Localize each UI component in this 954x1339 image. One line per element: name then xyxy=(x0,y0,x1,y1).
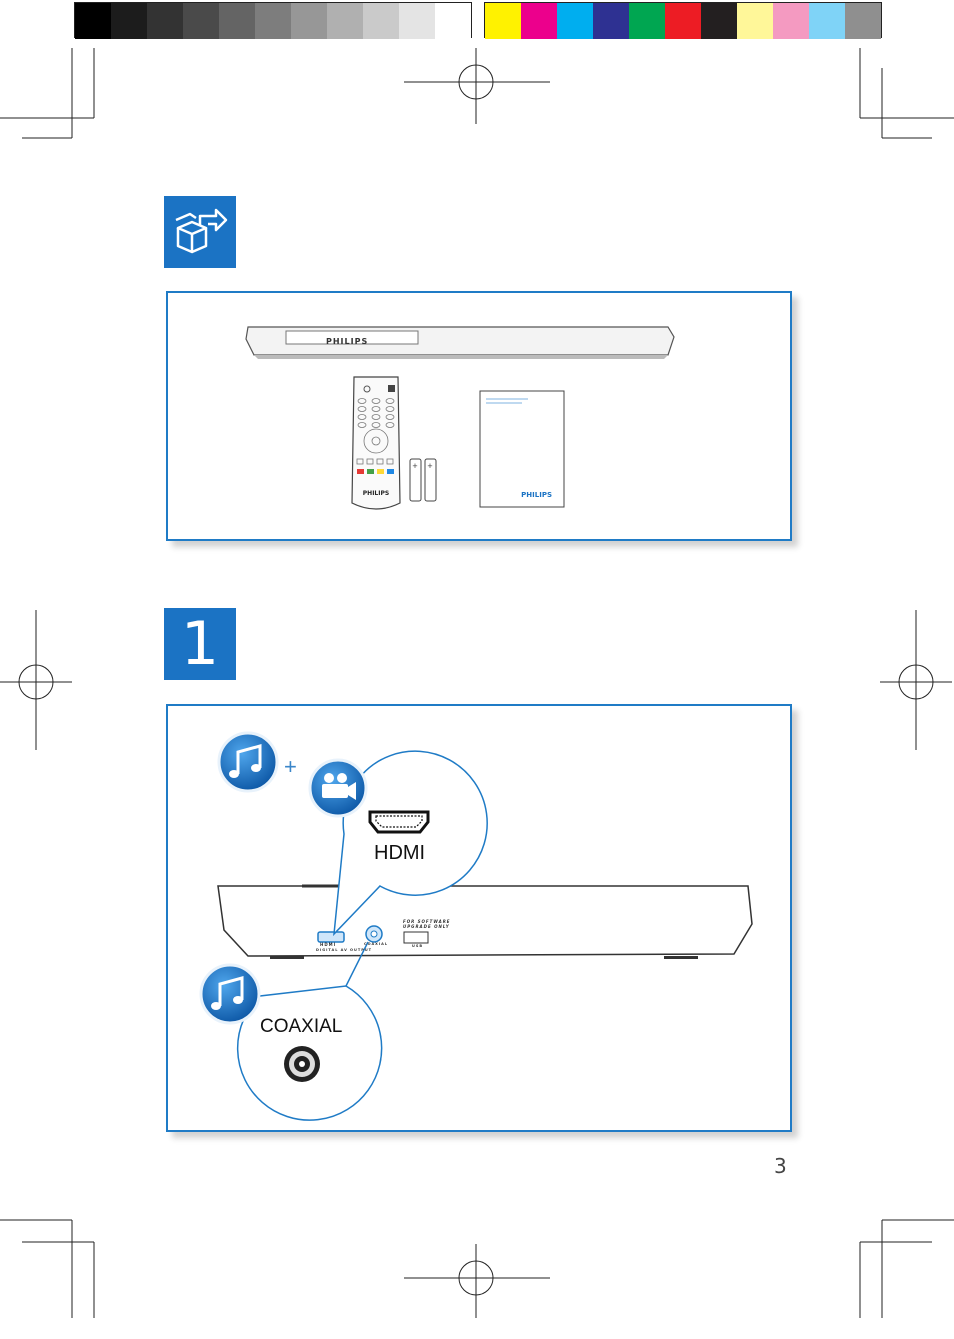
hdmi-connector-icon xyxy=(368,810,430,834)
gray-swatch xyxy=(327,3,363,39)
svg-text:+: + xyxy=(427,461,432,471)
step-number: 1 xyxy=(180,609,220,679)
plus-sign: + xyxy=(284,754,297,779)
remote-control: PHILIPS xyxy=(351,376,401,510)
port-label-usb-line1: FOR SOFTWARE xyxy=(403,919,451,924)
color-swatch xyxy=(737,3,773,39)
manual-brand: PHILIPS xyxy=(521,491,552,499)
gray-swatch xyxy=(111,3,147,39)
connection-illustration xyxy=(199,731,753,1121)
gray-swatch xyxy=(291,3,327,39)
port-label-hdmi-sub: DIGITAL AV OUTPUT xyxy=(316,948,373,952)
color-swatch xyxy=(845,3,881,39)
hdmi-label: HDMI xyxy=(374,842,426,864)
player-rear-panel xyxy=(217,884,753,959)
batteries: + + xyxy=(409,458,437,502)
gray-swatch xyxy=(363,3,399,39)
port-label-hdmi: HDMI xyxy=(320,942,337,947)
player-brand: PHILIPS xyxy=(326,337,369,346)
gray-swatch xyxy=(183,3,219,39)
music-note-icon xyxy=(217,731,279,793)
color-swatch xyxy=(521,3,557,39)
video-camera-icon xyxy=(308,758,368,818)
box-contents-tile xyxy=(164,196,236,268)
svg-text:+: + xyxy=(412,461,417,471)
color-swatch xyxy=(773,3,809,39)
step-1-tile: 1 xyxy=(164,608,236,680)
color-swatch xyxy=(629,3,665,39)
grayscale-swatches xyxy=(74,2,472,39)
port-label-usb-line2: UPGRADE ONLY xyxy=(403,924,450,929)
box-contents-icon xyxy=(175,208,228,254)
gray-swatch xyxy=(219,3,255,39)
color-swatch xyxy=(701,3,737,39)
gray-swatch xyxy=(399,3,435,39)
port-label-coaxial: COAXIAL xyxy=(364,942,389,946)
remote-brand: PHILIPS xyxy=(363,490,389,497)
gray-swatch xyxy=(75,3,111,39)
gray-swatch xyxy=(435,3,471,39)
music-note-icon xyxy=(199,963,261,1025)
color-swatch xyxy=(557,3,593,39)
coaxial-jack-icon xyxy=(284,1046,320,1082)
gray-swatch xyxy=(147,3,183,39)
color-swatch xyxy=(665,3,701,39)
blu-ray-player-front xyxy=(245,326,675,359)
color-swatch xyxy=(593,3,629,39)
port-label-usb: USB xyxy=(412,944,424,948)
coaxial-label: COAXIAL xyxy=(260,1016,343,1037)
box-contents-illustration: PHILIPS + + PHILIPS xyxy=(245,326,675,510)
color-swatches xyxy=(484,2,882,39)
user-manual: PHILIPS xyxy=(479,390,565,508)
color-swatch xyxy=(809,3,845,39)
page-number: 3 xyxy=(774,1154,787,1178)
gray-swatch xyxy=(255,3,291,39)
color-calibration-bar xyxy=(74,2,882,39)
box-contents-panel: PHILIPS + + PHILIPS PHILIPS xyxy=(166,291,792,541)
coaxial-callout xyxy=(236,941,383,1121)
color-swatch xyxy=(485,3,521,39)
step-1-connection-panel: + HDMI COAXIAL HDMI DIGITAL AV OUTPUT CO… xyxy=(166,704,792,1132)
hdmi-callout xyxy=(333,750,488,937)
